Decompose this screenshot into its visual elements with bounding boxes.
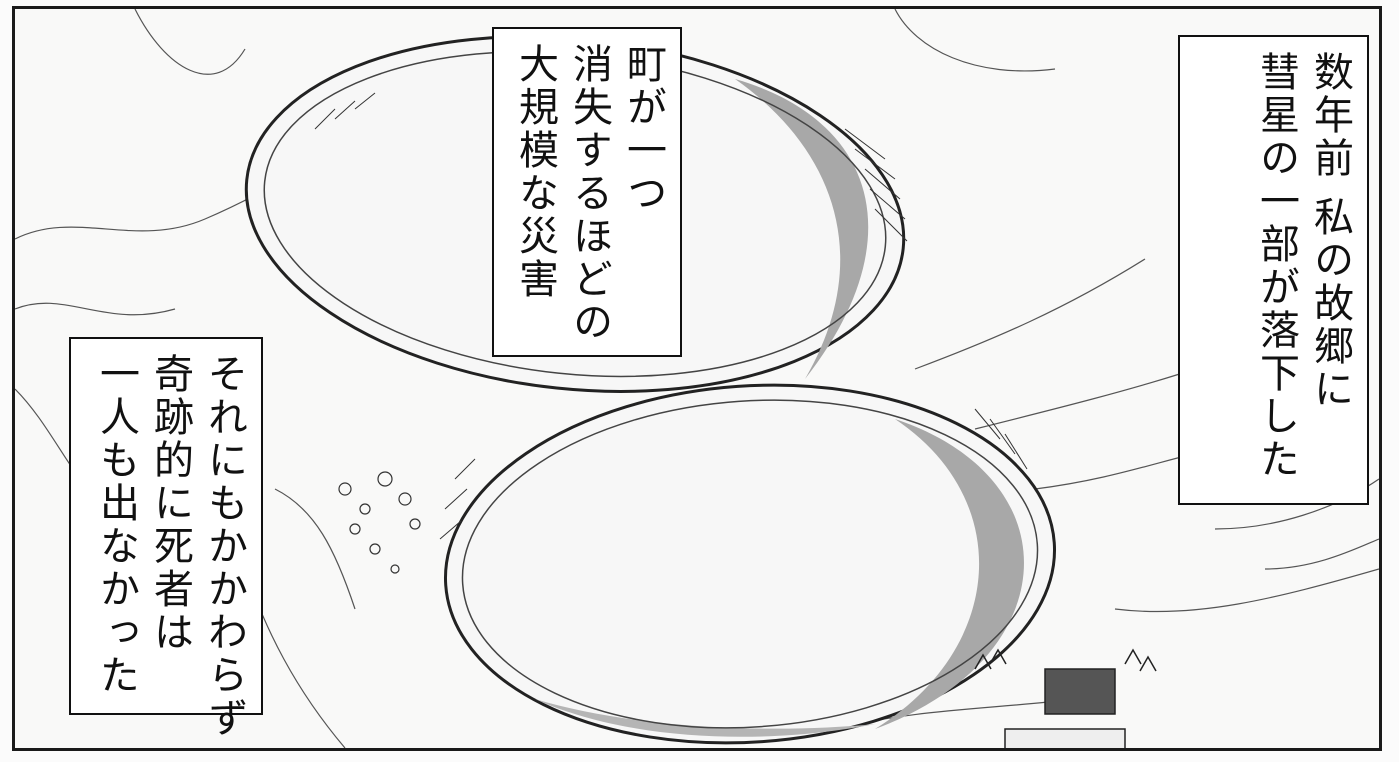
rim-hatching-lower — [439, 408, 1028, 540]
caption-line: 数年前 私の故郷に — [1307, 51, 1353, 411]
caption-box-disaster: 町が一つ 消失するほどの 大規模な災害 — [492, 27, 682, 357]
caption-box-no-deaths: それにもかかわらず 奇跡的に死者は 一人も出なかった — [69, 337, 263, 740]
lower-crater — [439, 383, 1057, 745]
caption-box-comet: 数年前 私の故郷に 彗星の一部が落下した — [1178, 35, 1369, 505]
rim-hatching-upper — [314, 92, 908, 242]
caption-line: 一人も出なかった — [93, 353, 139, 697]
caption-line: 奇跡的に死者は — [147, 353, 193, 654]
caption-line: それにもかかわらず — [201, 353, 247, 740]
settlement-buildings — [974, 648, 1157, 748]
caption-line: 町が一つ — [620, 43, 666, 215]
debris-cluster — [338, 471, 421, 574]
manga-panel: 町が一つ 消失するほどの 大規模な災害 数年前 私の故郷に 彗星の一部が落下した… — [12, 6, 1382, 751]
caption-line: 大規模な災害 — [512, 43, 558, 301]
caption-line: 消失するほどの — [566, 43, 612, 344]
caption-line: 彗星の一部が落下した — [1253, 51, 1299, 481]
crater-landscape-illustration — [15, 9, 1379, 748]
